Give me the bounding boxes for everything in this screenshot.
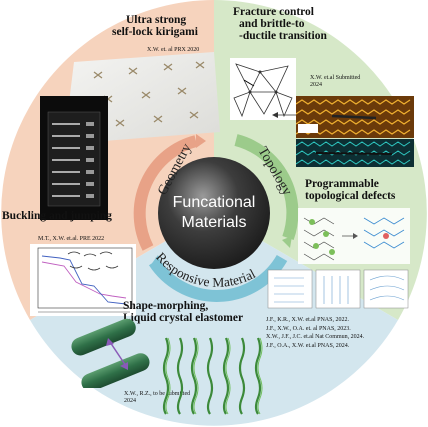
geometry-arc bbox=[133, 135, 198, 251]
buckling-heading: Buckling and jumping bbox=[2, 210, 112, 222]
lce-heading: Shape-morphing, Liquid crystal elastomer bbox=[123, 300, 244, 324]
responsive-arrowhead bbox=[150, 255, 162, 268]
lce-submitted-citation: X.W., R.Z., to be submitted 2024 bbox=[124, 391, 191, 404]
kirigami-heading: Ultra strong self-lock kirigami bbox=[112, 14, 198, 38]
lce-ref-4: J.F., O.A., X.W. et.al PNAS, 2024. bbox=[266, 342, 350, 349]
fracture-teal-lattice-image bbox=[296, 139, 414, 167]
lce-ref-2: J.F., X.W., O.A. et. al PNAS, 2023. bbox=[266, 325, 351, 332]
center-title-line2: Materials bbox=[181, 214, 247, 231]
kirigami-stack-image bbox=[40, 96, 108, 220]
lce-ref-1: J.F., K.R., X.W. et.al PNAS, 2022. bbox=[266, 317, 349, 323]
buckling-citation: M.T., X.W. et.al. PRE 2022 bbox=[38, 236, 105, 242]
geometry-arrowhead bbox=[196, 134, 206, 148]
lce-panels-image bbox=[267, 269, 409, 309]
topology-arc bbox=[234, 134, 299, 241]
lce-references: J.F., K.R., X.W. et.al PNAS, 2022. J.F.,… bbox=[266, 316, 364, 350]
fracture-lattice-diagram bbox=[230, 58, 296, 120]
fracture-citation: X.W. et.al Submitted 2024 bbox=[310, 75, 361, 88]
center-sphere bbox=[158, 157, 270, 269]
kirigami-citation: X.W. et. al PRX 2020 bbox=[147, 47, 200, 53]
lce-cylinders-image bbox=[71, 318, 150, 388]
buckling-plot-image bbox=[30, 244, 136, 316]
defects-lattice-image bbox=[298, 208, 410, 264]
defects-heading: Programmable topological defects bbox=[305, 178, 396, 202]
fracture-heading: Fracture control and brittle-to -ductile… bbox=[233, 6, 327, 42]
center-title: Funcational Materials bbox=[167, 193, 261, 233]
lce-ribbons-image bbox=[162, 337, 263, 415]
lce-ref-3: X.W., J.F., J.C. et.al Nat Commun, 2024. bbox=[266, 334, 365, 340]
center-title-line1: Funcational bbox=[172, 194, 256, 211]
topology-arrowhead bbox=[282, 236, 292, 248]
fracture-gold-lattice-image bbox=[296, 96, 414, 138]
